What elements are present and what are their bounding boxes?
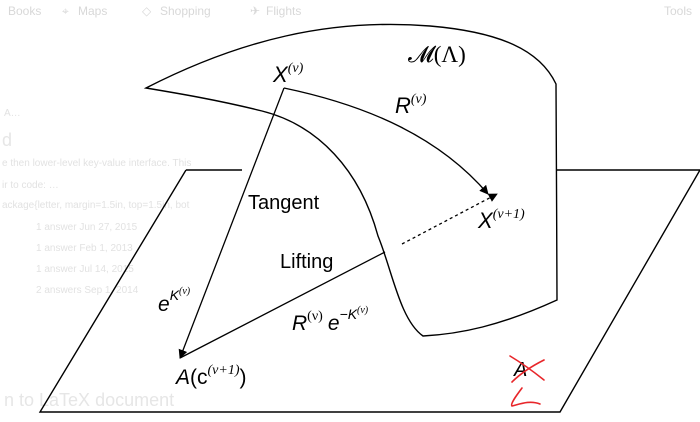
plane-icon: ✈ bbox=[250, 4, 261, 18]
tangent-label: Tangent bbox=[248, 192, 320, 214]
tangent-arrow bbox=[178, 87, 285, 359]
bottom-a: A bbox=[174, 366, 190, 389]
nav-tools: Tools bbox=[664, 4, 693, 18]
nav-flights: Flights bbox=[266, 4, 302, 18]
point-x-next-sup: (ν+1) bbox=[493, 207, 525, 222]
bottom-point-label: A(c(ν+1)) bbox=[174, 363, 247, 389]
nav-shopping: Shopping bbox=[160, 4, 211, 18]
exp-label: eK(ν) bbox=[158, 286, 191, 316]
bottom-csup: (ν+1) bbox=[208, 363, 240, 378]
red-correction-mark bbox=[509, 355, 545, 407]
bg-fragment: 1 answer Jun 27, 2015 bbox=[36, 222, 138, 233]
composite-e-sup: −K bbox=[340, 306, 358, 322]
bg-fragment: e then lower-level key-value interface. … bbox=[2, 158, 192, 169]
bg-fragment: ackage{letter, margin=1.5in, top=1.5in, … bbox=[2, 200, 190, 211]
map-pin-icon: ⌖ bbox=[62, 4, 69, 18]
bg-fragment: A… bbox=[4, 108, 21, 119]
point-x-next-base: X bbox=[477, 208, 494, 233]
tangent-plane-outline bbox=[38, 169, 700, 413]
composite-e-supsup: (ν) bbox=[357, 305, 369, 316]
lifting-label: Lifting bbox=[280, 251, 333, 273]
bg-fragment: d bbox=[2, 130, 13, 150]
point-x-sup: (ν) bbox=[288, 61, 304, 76]
bottom-open: ( bbox=[190, 366, 197, 389]
bottom-close: ) bbox=[240, 366, 247, 389]
bg-fragment: n to LaTeX document bbox=[4, 390, 175, 410]
composite-e: e bbox=[328, 312, 340, 335]
bg-fragment: 1 answer Jul 14, 2015 bbox=[36, 264, 134, 275]
manifold-surface bbox=[143, 23, 558, 337]
retraction-base: R bbox=[395, 93, 411, 118]
point-x-next: X(ν+1) bbox=[477, 207, 525, 233]
bottom-c: c bbox=[197, 366, 208, 389]
nav-books: Books bbox=[8, 4, 42, 18]
composite-label: R(ν)e−K(ν) bbox=[292, 305, 369, 335]
nav-maps: Maps bbox=[78, 4, 108, 18]
composite-r-sup: (ν) bbox=[307, 309, 323, 324]
retraction-arrow bbox=[283, 87, 489, 195]
bg-fragment: 1 answer Feb 1, 2013 bbox=[36, 243, 133, 254]
point-x-nu: X(ν) bbox=[272, 61, 304, 87]
exp-base: e bbox=[158, 293, 170, 316]
tag-icon: ◇ bbox=[142, 4, 152, 18]
bg-fragment: ir to code: … bbox=[2, 180, 59, 191]
retraction-sup: (ν) bbox=[411, 92, 427, 107]
retraction-label: R(ν) bbox=[395, 92, 427, 118]
exp-sup: K bbox=[170, 287, 180, 303]
exp-supsup: (ν) bbox=[179, 286, 191, 297]
bg-fragment: 2 answers Sep 1, 2014 bbox=[36, 285, 139, 296]
lifting-line bbox=[179, 251, 386, 359]
composite-r: R bbox=[292, 312, 307, 335]
manifold-label: 𝓜(Λ) bbox=[408, 42, 466, 67]
point-x-base: X bbox=[272, 62, 289, 87]
